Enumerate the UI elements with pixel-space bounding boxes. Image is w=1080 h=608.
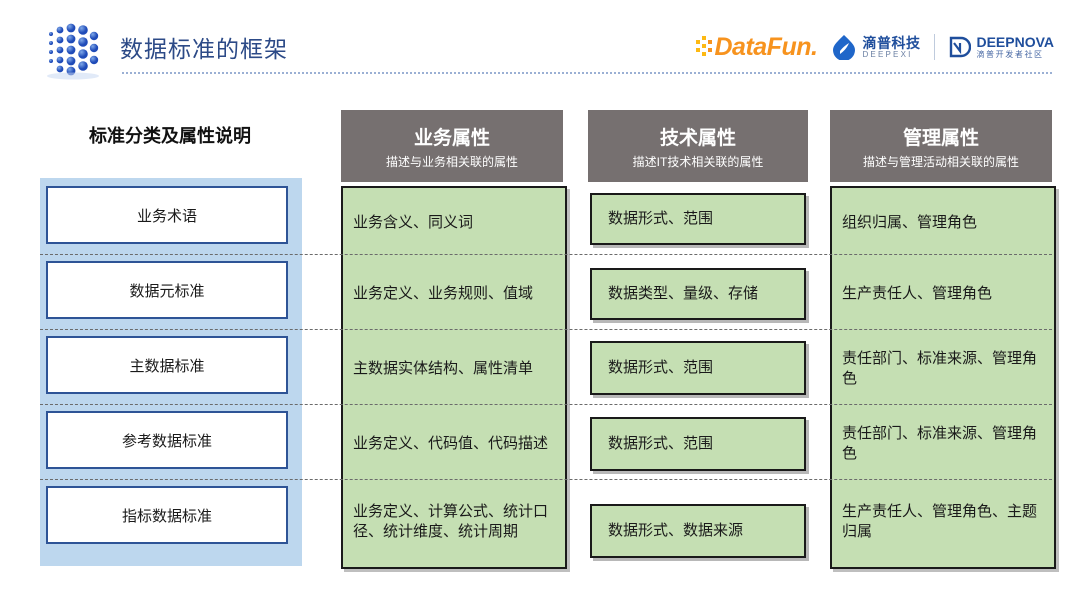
slide-header: 数据标准的框架 DataFun. 滴普科技 DEEPEXI — [0, 0, 1080, 92]
category-item-3[interactable]: 参考数据标准 — [46, 411, 288, 469]
column-header-technical: 技术属性 描述IT技术相关联的属性 — [588, 110, 808, 182]
deepexi-mark-icon — [831, 34, 857, 61]
standard-category-panel: 业务术语 数据元标准 主数据标准 参考数据标准 指标数据标准 — [40, 178, 302, 566]
deepnova-label-en: DEEPNOVA — [976, 34, 1054, 50]
brand-divider — [934, 34, 936, 60]
datafun-logo: DataFun. — [695, 32, 818, 62]
management-cell-4: 生产责任人、管理角色、主题归属 — [842, 503, 1038, 540]
deepnova-label-cn: 滴普开发者社区 — [976, 50, 1044, 59]
technical-cell-2: 数据形式、范围 — [590, 341, 806, 395]
datafun-wordmark: DataFun. — [714, 32, 818, 61]
management-cell-2: 责任部门、标准来源、管理角色 — [842, 349, 1038, 387]
column-subtitle: 描述IT技术相关联的属性 — [632, 154, 764, 169]
page-title: 数据标准的框架 — [120, 36, 288, 62]
column-header-management: 管理属性 描述与管理活动相关联的属性 — [830, 110, 1052, 182]
technical-cell-3: 数据形式、范围 — [590, 417, 806, 471]
deepnova-logo: DEEPNOVA 滴普开发者社区 — [949, 35, 1054, 59]
management-cell-1: 生产责任人、管理角色 — [842, 284, 993, 302]
column-header-business: 业务属性 描述与业务相关联的属性 — [341, 110, 563, 182]
deepexi-label-cn: 滴普科技 — [862, 34, 921, 51]
column-title: 业务属性 — [413, 127, 490, 149]
business-cell-4: 业务定义、计算公式、统计口径、统计维度、统计周期 — [353, 503, 549, 540]
deepnova-wordmark: DEEPNOVA 滴普开发者社区 — [976, 35, 1054, 59]
row-divider-2 — [40, 329, 1052, 330]
row-divider-4 — [40, 479, 1052, 480]
business-cell-2: 主数据实体结构、属性清单 — [353, 359, 534, 377]
blue-cube-logo-icon — [38, 18, 108, 80]
management-cell-3: 责任部门、标准来源、管理角色 — [842, 424, 1038, 462]
technical-cell-4: 数据形式、数据来源 — [590, 504, 806, 558]
business-attribute-column: 业务含义、同义词 业务定义、业务规则、值域 主数据实体结构、属性清单 业务定义、… — [341, 186, 567, 569]
deepnova-mark-icon — [949, 36, 972, 58]
deepexi-logo: 滴普科技 DEEPEXI — [831, 34, 920, 61]
management-attribute-column: 组织归属、管理角色 生产责任人、管理角色 责任部门、标准来源、管理角色 责任部门… — [830, 186, 1056, 569]
category-item-0[interactable]: 业务术语 — [46, 186, 288, 244]
title-underline-rule — [122, 72, 1052, 74]
column-title: 管理属性 — [902, 127, 979, 149]
business-cell-0: 业务含义、同义词 — [353, 214, 474, 232]
row-divider-3 — [40, 404, 1052, 405]
technical-cell-0: 数据形式、范围 — [590, 193, 806, 245]
category-item-4[interactable]: 指标数据标准 — [46, 486, 288, 544]
brand-logo-row: DataFun. 滴普科技 DEEPEXI — [695, 28, 1054, 66]
deepexi-wordmark: 滴普科技 DEEPEXI — [862, 36, 920, 59]
deepexi-label-en: DEEPEXI — [862, 49, 913, 59]
category-item-1[interactable]: 数据元标准 — [46, 261, 288, 319]
business-cell-3: 业务定义、代码值、代码描述 — [353, 434, 549, 452]
column-subtitle: 描述与管理活动相关联的属性 — [862, 154, 1019, 169]
column-subtitle: 描述与业务相关联的属性 — [385, 154, 518, 169]
datafun-dots-icon — [695, 36, 712, 58]
management-cell-0: 组织归属、管理角色 — [842, 214, 978, 232]
row-divider-1 — [40, 254, 1052, 255]
category-item-2[interactable]: 主数据标准 — [46, 336, 288, 394]
left-column-heading: 标准分类及属性说明 — [89, 126, 251, 146]
business-cell-1: 业务定义、业务规则、值域 — [353, 284, 534, 302]
technical-cell-1: 数据类型、量级、存储 — [590, 268, 806, 320]
column-title: 技术属性 — [659, 127, 736, 149]
